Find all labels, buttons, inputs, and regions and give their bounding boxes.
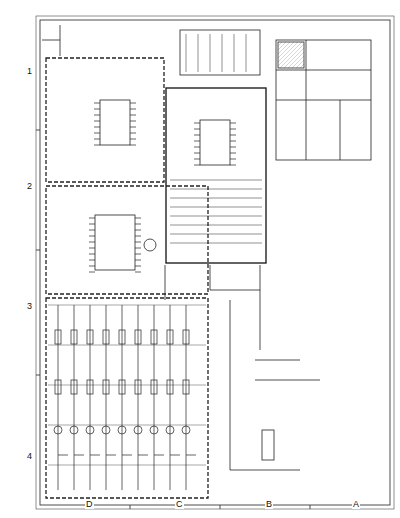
grid-row-number: 2 xyxy=(26,181,33,191)
transistor-symbol xyxy=(144,239,156,251)
connector-block xyxy=(180,30,260,75)
grid-column-letter: C xyxy=(175,499,184,509)
ic-package xyxy=(100,100,130,145)
grid-row-number: 1 xyxy=(26,66,33,76)
title-block xyxy=(276,40,371,160)
grid-column-letter: A xyxy=(352,499,360,509)
grid-column-letter: D xyxy=(85,499,94,509)
grid-row-number: 4 xyxy=(26,451,33,461)
sheet-border xyxy=(40,20,390,505)
dashed-region xyxy=(46,298,208,498)
grid-column-letter: B xyxy=(265,499,273,509)
dashed-region xyxy=(46,186,208,294)
ic-package xyxy=(95,215,135,270)
ic-package xyxy=(200,120,230,165)
grid-row-number: 3 xyxy=(26,301,33,311)
solid-region xyxy=(166,88,266,263)
dashed-region xyxy=(46,58,164,182)
sheet-outer-border xyxy=(36,16,394,509)
